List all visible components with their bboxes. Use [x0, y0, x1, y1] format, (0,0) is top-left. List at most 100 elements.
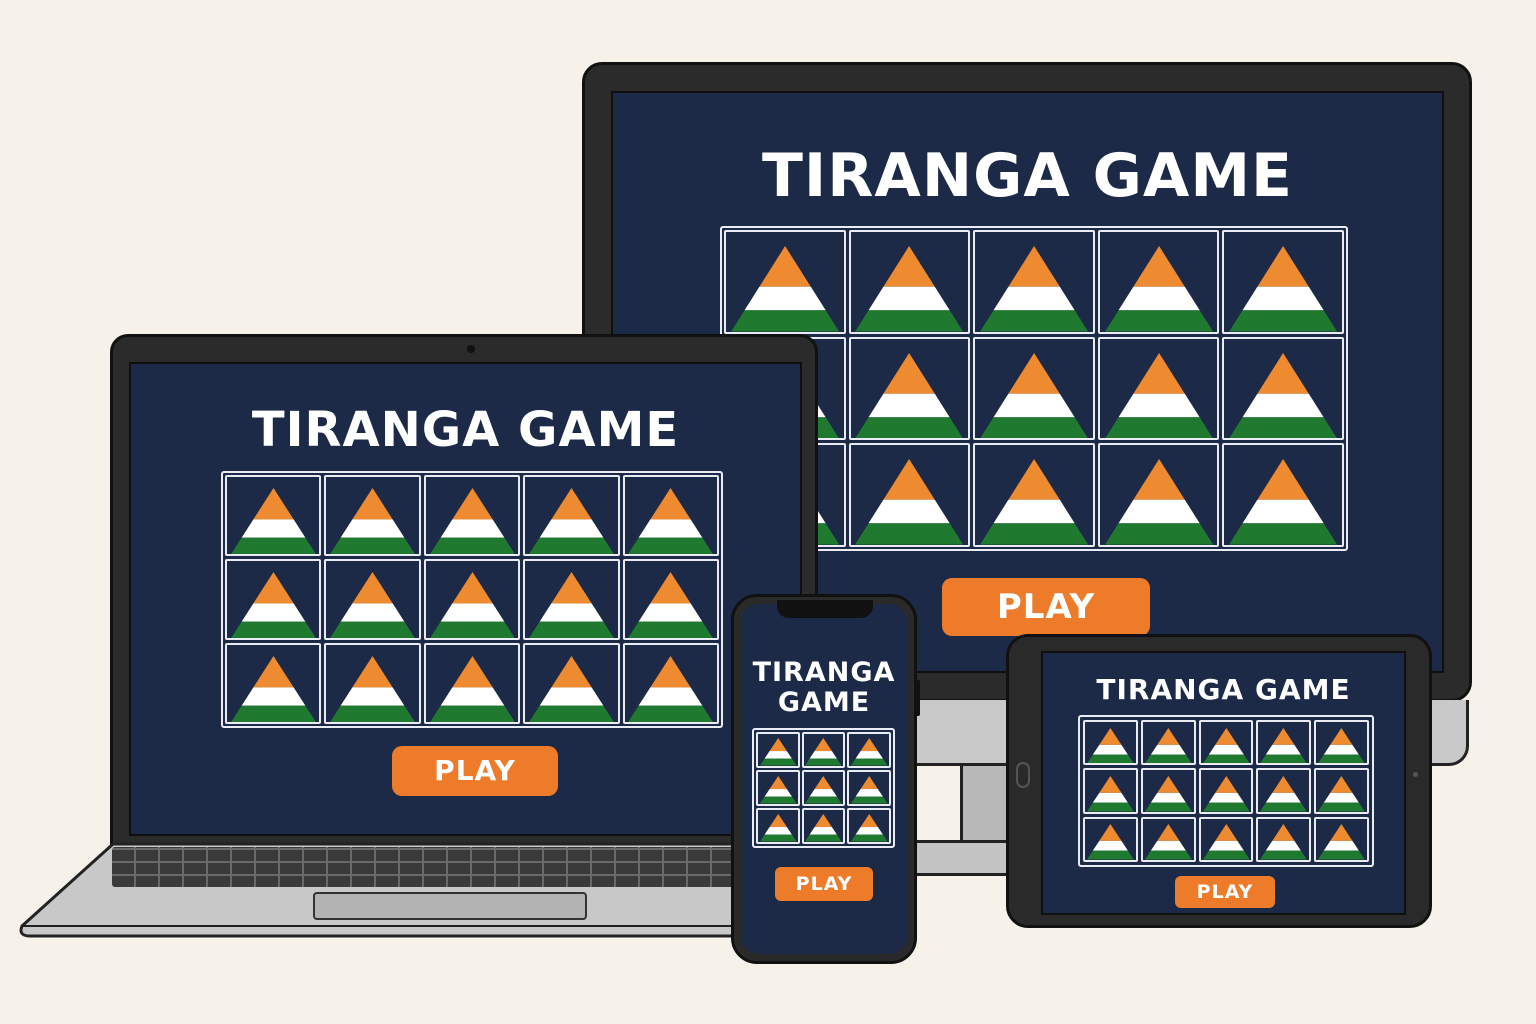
- tricolor-triangle-icon: [850, 814, 888, 842]
- game-tile[interactable]: [1097, 230, 1220, 334]
- game-tile[interactable]: [848, 230, 971, 334]
- game-tile[interactable]: [1222, 336, 1344, 441]
- game-tile[interactable]: [847, 770, 891, 806]
- game-tile[interactable]: [1198, 816, 1254, 862]
- tricolor-triangle-icon: [1144, 776, 1192, 812]
- play-button[interactable]: PLAY: [1175, 876, 1275, 908]
- game-tile[interactable]: [1256, 768, 1312, 814]
- game-tile[interactable]: [1222, 230, 1344, 334]
- tricolor-triangle-icon: [1104, 245, 1213, 332]
- tricolor-triangle-icon: [1260, 776, 1308, 812]
- game-tile[interactable]: [225, 559, 322, 640]
- tile-grid: [1078, 715, 1374, 867]
- tricolor-triangle-icon: [1229, 245, 1338, 332]
- side-button[interactable]: [914, 680, 920, 716]
- game-tile[interactable]: [523, 643, 620, 724]
- tricolor-triangle-icon: [850, 738, 888, 766]
- game-title-line2: GAME: [777, 687, 871, 718]
- home-button-icon[interactable]: [1016, 762, 1030, 788]
- tricolor-triangle-icon: [1202, 776, 1250, 812]
- tricolor-triangle-icon: [429, 655, 515, 722]
- camera-icon: [467, 345, 475, 353]
- tricolor-triangle-icon: [628, 487, 714, 554]
- game-tile[interactable]: [324, 475, 421, 556]
- tricolor-triangle-icon: [1229, 352, 1338, 439]
- game-tile[interactable]: [1222, 443, 1344, 547]
- game-tile[interactable]: [1314, 768, 1369, 814]
- game-tile[interactable]: [324, 643, 421, 724]
- tricolor-triangle-icon: [1260, 727, 1308, 764]
- game-tile[interactable]: [847, 808, 891, 844]
- game-tile[interactable]: [1140, 768, 1196, 814]
- game-tile[interactable]: [423, 643, 521, 724]
- tablet-screen: TIRANGA GAME PLAY: [1041, 651, 1406, 915]
- game-tile[interactable]: [1198, 768, 1254, 814]
- tricolor-triangle-icon: [855, 459, 964, 545]
- game-tile[interactable]: [423, 559, 521, 640]
- game-tile[interactable]: [622, 643, 719, 724]
- game-tile[interactable]: [801, 770, 846, 806]
- play-button[interactable]: PLAY: [775, 867, 873, 901]
- game-tile[interactable]: [1140, 720, 1196, 766]
- tricolor-triangle-icon: [805, 776, 842, 804]
- game-tile[interactable]: [1198, 720, 1254, 766]
- keyboard: [112, 847, 802, 887]
- tricolor-triangle-icon: [979, 459, 1089, 545]
- tricolor-triangle-icon: [330, 487, 416, 554]
- game-tile[interactable]: [1256, 720, 1312, 766]
- game-tile[interactable]: [1097, 443, 1220, 547]
- game-tile[interactable]: [848, 443, 971, 547]
- game-tile[interactable]: [724, 230, 846, 334]
- tricolor-triangle-icon: [1260, 824, 1308, 860]
- game-tile[interactable]: [324, 559, 421, 640]
- tricolor-triangle-icon: [1318, 727, 1365, 764]
- tricolor-triangle-icon: [528, 571, 614, 638]
- game-tile[interactable]: [1314, 816, 1369, 862]
- game-tile[interactable]: [622, 559, 719, 640]
- game-title-line1: TIRANGA: [752, 657, 896, 688]
- tricolor-triangle-icon: [429, 487, 515, 554]
- game-tile[interactable]: [1083, 720, 1138, 766]
- play-button[interactable]: PLAY: [942, 578, 1150, 636]
- game-tile[interactable]: [423, 475, 521, 556]
- tricolor-triangle-icon: [850, 776, 888, 804]
- game-tile[interactable]: [756, 732, 800, 768]
- game-tile[interactable]: [801, 808, 846, 844]
- game-tile[interactable]: [1256, 816, 1312, 862]
- game-tile[interactable]: [801, 732, 846, 768]
- tricolor-triangle-icon: [855, 352, 964, 439]
- tricolor-triangle-icon: [528, 655, 614, 722]
- tile-grid: [752, 728, 895, 848]
- game-tile[interactable]: [847, 732, 891, 768]
- tricolor-triangle-icon: [628, 655, 714, 722]
- tricolor-triangle-icon: [979, 245, 1089, 332]
- game-tile[interactable]: [1314, 720, 1369, 766]
- tricolor-triangle-icon: [979, 352, 1089, 439]
- phone-screen: TIRANGA GAME PLAY: [741, 604, 907, 954]
- game-tile[interactable]: [1140, 816, 1196, 862]
- game-tile[interactable]: [225, 475, 322, 556]
- game-tile[interactable]: [1097, 336, 1220, 441]
- tricolor-triangle-icon: [528, 487, 614, 554]
- tricolor-triangle-icon: [1087, 776, 1134, 812]
- game-title: TIRANGA GAME: [251, 402, 680, 458]
- game-tile[interactable]: [973, 443, 1095, 547]
- tricolor-triangle-icon: [759, 776, 797, 804]
- tricolor-triangle-icon: [1087, 824, 1134, 860]
- tricolor-triangle-icon: [759, 814, 797, 842]
- game-tile[interactable]: [523, 475, 620, 556]
- game-tile[interactable]: [1083, 768, 1138, 814]
- play-button[interactable]: PLAY: [392, 746, 558, 796]
- game-tile[interactable]: [1083, 816, 1138, 862]
- game-title: TIRANGA GAME: [741, 658, 907, 718]
- game-tile[interactable]: [973, 230, 1095, 334]
- tricolor-triangle-icon: [1087, 727, 1134, 764]
- tricolor-triangle-icon: [330, 571, 416, 638]
- game-tile[interactable]: [973, 336, 1095, 441]
- game-tile[interactable]: [756, 770, 800, 806]
- game-tile[interactable]: [756, 808, 800, 844]
- game-tile[interactable]: [848, 336, 971, 441]
- game-tile[interactable]: [523, 559, 620, 640]
- game-tile[interactable]: [622, 475, 719, 556]
- game-tile[interactable]: [225, 643, 322, 724]
